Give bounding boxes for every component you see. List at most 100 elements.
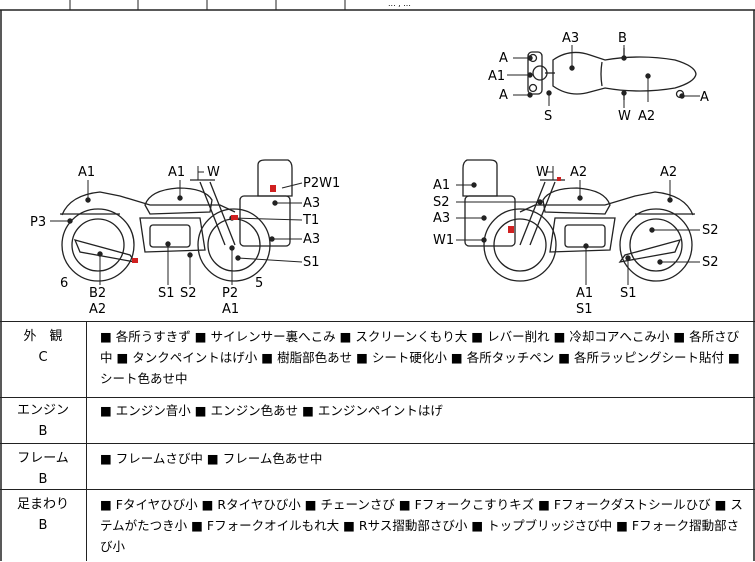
bullet-icon: ■ <box>201 497 218 512</box>
condition-item: サイレンサー裏へこみ <box>210 329 336 344</box>
grade-label: C <box>38 350 48 365</box>
label-left-a1-2: A1 <box>168 165 185 180</box>
condition-item: Fフォークオイルもれ大 <box>206 518 340 533</box>
bullet-icon: ■ <box>450 350 467 365</box>
label-left-s1-2: S1 <box>158 286 175 301</box>
label-left-p2w1: P2W1 <box>303 176 340 191</box>
category-label: 足まわり <box>16 497 69 512</box>
label-left-p2: P2 <box>222 286 238 301</box>
label-left-a2: A2 <box>89 302 106 317</box>
label-left-p3: P3 <box>30 215 46 230</box>
category-label: エンジン <box>16 403 69 418</box>
bullet-icon: ■ <box>616 518 632 533</box>
condition-item: 各所タッチペン <box>466 350 555 365</box>
grade-label: B <box>38 518 48 533</box>
bullet-icon: ■ <box>304 497 321 512</box>
bullet-icon: ■ <box>714 497 731 512</box>
item-list: ■ エンジン音小 ■ エンジン色あせ ■ エンジンペイントはげ <box>100 400 748 421</box>
label-right-w: W <box>536 165 549 180</box>
column-divider <box>86 321 87 561</box>
label-right-a1-2: A1 <box>576 286 593 301</box>
bullet-icon: ■ <box>116 350 133 365</box>
label-left-t1: T1 <box>302 213 319 228</box>
condition-item: シート硬化小 <box>371 350 447 365</box>
bullet-icon: ■ <box>471 329 488 344</box>
condition-item: Rタイヤひび小 <box>217 497 301 512</box>
condition-item: ステムがたつき小 <box>100 497 743 533</box>
label-left-s2: S2 <box>180 286 197 301</box>
bullet-icon: ■ <box>356 350 372 365</box>
label-right-a2: A2 <box>570 165 587 180</box>
condition-item: レバー削れ <box>487 329 550 344</box>
bullet-icon: ■ <box>398 497 415 512</box>
label-top-s: S <box>544 109 552 124</box>
category-label: 外 観 <box>23 329 63 344</box>
bullet-icon: ■ <box>339 329 356 344</box>
condition-item: チェーンさび <box>320 497 395 512</box>
label-top-w: W <box>618 109 631 124</box>
bullet-icon: ■ <box>558 350 574 365</box>
label-left-a3-2: A3 <box>303 232 320 247</box>
condition-item: Fフォークこすりキズ <box>414 497 535 512</box>
bullet-icon: ■ <box>206 451 223 466</box>
label-right-s2-3: S2 <box>702 255 719 270</box>
condition-item: スクリーンくもり大 <box>355 329 468 344</box>
bullet-icon: ■ <box>553 329 570 344</box>
right-damage-marks <box>508 177 561 233</box>
label-right-s1-2: S1 <box>620 286 637 301</box>
label-left-a3: A3 <box>303 196 320 211</box>
condition-item: シート色あせ中 <box>100 371 188 386</box>
label-left-5: 5 <box>255 276 263 291</box>
condition-row-frame: フレーム B ■ フレームさび中 ■ フレーム色あせ中 <box>0 443 755 490</box>
top-view-bike <box>527 48 697 100</box>
bullet-icon: ■ <box>194 329 211 344</box>
label-right-a2-2: A2 <box>660 165 677 180</box>
condition-item: Fフォークダストシールひび <box>553 497 711 512</box>
condition-item: Rサス摺動部さび小 <box>358 518 468 533</box>
bullet-icon: ■ <box>191 518 207 533</box>
label-left-w: W <box>207 165 220 180</box>
bullet-icon: ■ <box>343 518 359 533</box>
label-right-a1: A1 <box>433 178 450 193</box>
condition-item: Fフォーク摺動部さび小 <box>100 518 740 554</box>
label-top-a-lower: A <box>499 88 508 103</box>
bullet-icon: ■ <box>100 497 116 512</box>
left-damage-marks <box>132 185 276 263</box>
label-left-a1-3: A1 <box>222 302 239 317</box>
condition-item: フレームさび中 <box>115 451 203 466</box>
condition-item: Fタイヤひび小 <box>115 497 198 512</box>
right-side-bike <box>462 159 695 282</box>
bullet-icon: ■ <box>302 403 318 418</box>
label-right-s2-2: S2 <box>702 223 719 238</box>
condition-row-exterior: 外 観 C ■ 各所うすきず ■ サイレンサー裏へこみ ■ スクリーンくもり大 … <box>0 321 755 398</box>
condition-item: 樹脂部色あせ <box>277 350 353 365</box>
label-left-6: 6 <box>60 276 68 291</box>
label-top-a2: A2 <box>638 109 655 124</box>
bullet-icon: ■ <box>538 497 554 512</box>
label-right-a3: A3 <box>433 211 450 226</box>
condition-row-engine: エンジン B ■ エンジン音小 ■ エンジン色あせ ■ エンジンペイントはげ <box>0 397 755 444</box>
label-top-a3: A3 <box>562 31 579 46</box>
item-list: ■ Fタイヤひび小 ■ Rタイヤひび小 ■ チェーンさび ■ Fフォークこすりキ… <box>100 494 748 557</box>
item-list: ■ 各所うすきず ■ サイレンサー裏へこみ ■ スクリーンくもり大 ■ レバー削… <box>100 326 748 389</box>
condition-item: トップブリッジさび中 <box>487 518 613 533</box>
condition-item: フレーム色あせ中 <box>222 451 323 466</box>
label-top-a-upper: A <box>499 51 508 66</box>
bullet-icon: ■ <box>261 350 278 365</box>
bullet-icon: ■ <box>100 329 116 344</box>
condition-item: エンジン音小 <box>115 403 191 418</box>
bullet-icon: ■ <box>100 403 116 418</box>
label-left-b2: B2 <box>89 286 106 301</box>
item-list: ■ フレームさび中 ■ フレーム色あせ中 <box>100 448 748 469</box>
label-top-a1: A1 <box>488 69 505 84</box>
condition-item: 各所ラッピングシート貼付 <box>573 350 724 365</box>
bullet-icon: ■ <box>100 451 116 466</box>
header-strip: ... , ... <box>0 0 755 11</box>
grade-label: B <box>38 472 48 487</box>
condition-item: エンジン色あせ <box>210 403 299 418</box>
label-left-a1: A1 <box>78 165 95 180</box>
header-partial-text: ... , ... <box>388 0 411 8</box>
label-right-w1: W1 <box>433 233 454 248</box>
